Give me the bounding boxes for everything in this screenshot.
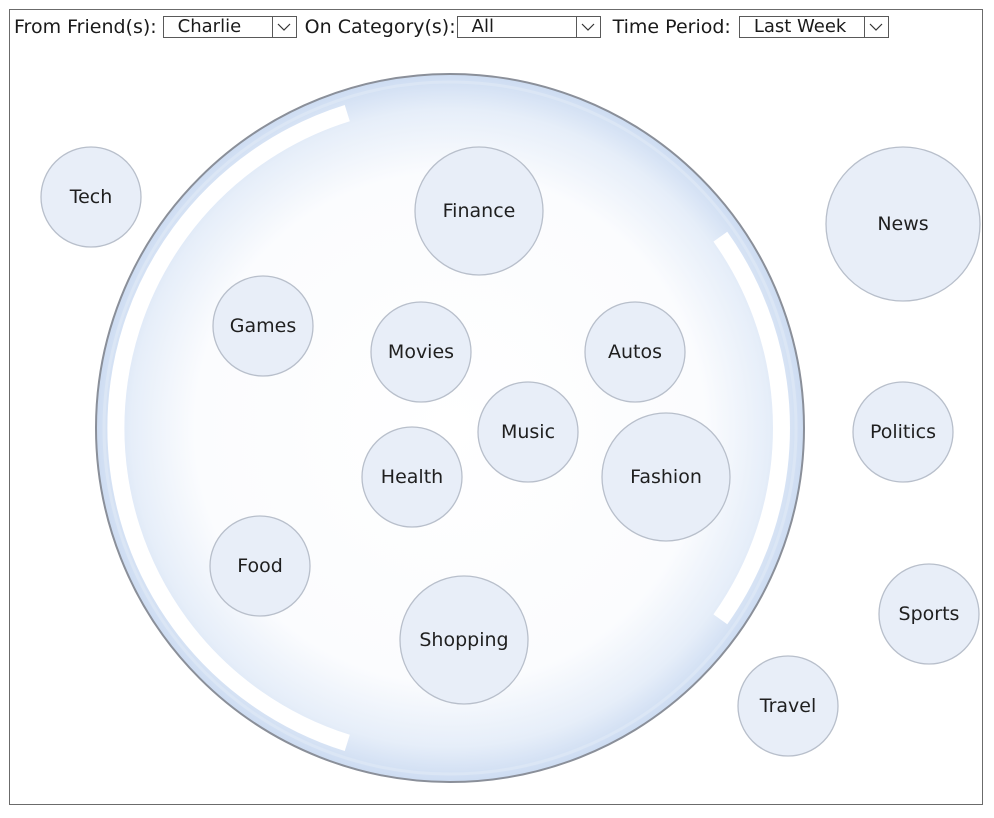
period-select[interactable]: Last Week [738,16,889,38]
bubble-circle [852,381,954,483]
bubble-circle [601,412,731,542]
friend-select-value: Charlie [177,16,242,37]
highlight-arc-left [107,104,350,752]
bubble-label: Politics [870,421,936,443]
friend-filter-label: From Friend(s): [14,16,157,38]
bubble-label: Travel [759,695,816,717]
bubble-circle [477,381,579,483]
chevron-down-icon [581,23,595,31]
bubble-label: Finance [443,200,516,222]
available-bubble-politics[interactable]: Politics [852,381,954,483]
bubble-label: Sports [899,603,960,625]
available-bubble-tech[interactable]: Tech [40,146,142,248]
bubble-circle [209,515,311,617]
bubble-circle [878,563,980,665]
bubble-label: Fashion [630,466,702,488]
category-select-value: All [471,16,494,37]
period-select-value: Last Week [753,16,847,37]
category-filter-label: On Category(s): [304,16,456,38]
period-dropdown-button[interactable] [863,17,888,37]
bubble-circle [584,301,686,403]
chevron-down-icon [277,23,291,31]
bubble-circle [399,575,529,705]
bubble-label: Autos [608,341,662,363]
friend-select[interactable]: Charlie [162,16,297,38]
selected-bubble-shopping[interactable]: Shopping [399,575,529,705]
bubble-label: Health [381,466,443,488]
bubble-circle [737,655,839,757]
chevron-down-icon [869,23,883,31]
bubble-circle [212,275,314,377]
friend-dropdown-button[interactable] [271,17,296,37]
selected-bubble-movies[interactable]: Movies [370,301,472,403]
selected-bubble-health[interactable]: Health [361,426,463,528]
selected-bubble-food[interactable]: Food [209,515,311,617]
selected-bubble-music[interactable]: Music [477,381,579,483]
bubble-label: Food [237,555,283,577]
bubble-label: News [877,213,928,235]
bubble-label: Games [230,315,296,337]
available-bubble-news[interactable]: News [825,146,981,302]
selected-bubble-games[interactable]: Games [212,275,314,377]
filter-toolbar: From Friend(s): Charlie On Category(s): … [14,14,889,40]
selected-bubble-fashion[interactable]: Fashion [601,412,731,542]
period-filter-label: Time Period: [612,16,731,38]
bubble-label: Movies [388,341,454,363]
bubble-circle [414,146,544,276]
available-bubble-travel[interactable]: Travel [737,655,839,757]
bubble-label: Shopping [419,629,508,651]
selected-bubble-finance[interactable]: Finance [414,146,544,276]
category-select[interactable]: All [456,16,601,38]
bubble-circle [361,426,463,528]
category-dropdown-button[interactable] [575,17,600,37]
bubble-circle [40,146,142,248]
bubble-circle [825,146,981,302]
bubble-label: Tech [69,186,113,208]
bubble-circle [370,301,472,403]
available-bubble-sports[interactable]: Sports [878,563,980,665]
selected-bubble-autos[interactable]: Autos [584,301,686,403]
bubble-label: Music [501,421,555,443]
highlight-arc-right [713,231,790,625]
